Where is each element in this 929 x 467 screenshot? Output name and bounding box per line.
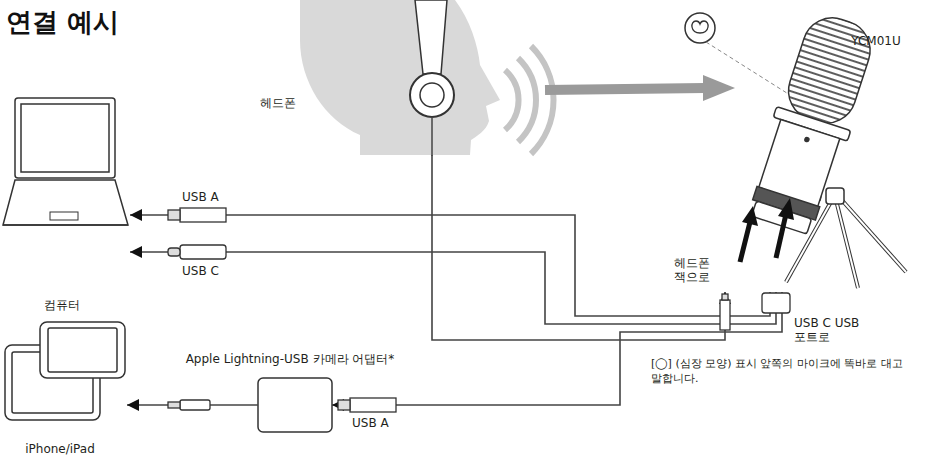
node-label: 컴퓨터 — [44, 298, 80, 312]
headphone-band — [415, 0, 447, 74]
node-label: Apple Lightning-USB 카메라 어댑터* — [186, 352, 395, 366]
insert-arrow-head — [742, 206, 758, 226]
insert-arrow — [776, 214, 786, 258]
insert-arrow-head — [778, 198, 794, 220]
insert-arrow — [740, 222, 750, 262]
headphones: 헤드폰 — [300, 0, 505, 155]
mobile-device: iPhone/iPad — [3, 320, 127, 422]
microphone: YCM01U — [705, 12, 920, 292]
usb-a-plug-tip — [168, 210, 180, 220]
cable-connector — [432, 155, 725, 340]
usb-a-plug — [350, 398, 396, 412]
cable-connector — [332, 292, 782, 405]
headphone-cup — [410, 73, 454, 117]
cardioid-leader — [706, 42, 790, 95]
computer: 컴퓨터 — [0, 95, 130, 227]
connector-label: USB A — [180, 190, 221, 204]
cable-connector — [130, 252, 776, 324]
usb-a-plug — [180, 208, 226, 222]
cardioid-symbol — [692, 21, 708, 33]
voice-arrow — [545, 88, 705, 90]
tablet-phone — [5, 322, 125, 420]
camera-adapter — [258, 378, 332, 432]
sound-waves — [505, 46, 554, 154]
connector-label: USB C — [180, 264, 221, 278]
headphone-cup-inner — [420, 83, 444, 107]
connector-label: 헤드폰 잭으로 — [650, 256, 712, 284]
node-label: 헤드폰 — [260, 96, 296, 110]
connector-label: USB A — [350, 416, 391, 430]
cable-connector — [130, 215, 770, 316]
lightning-plug — [180, 400, 210, 410]
lightning-plug-tip — [168, 402, 180, 408]
usb-c-plug — [180, 245, 226, 259]
usb-c-plug — [762, 293, 790, 313]
laptop — [3, 98, 128, 225]
diagram-title: 연결 예시 — [6, 6, 119, 38]
node-label: YCM01U — [851, 34, 900, 48]
head-silhouette — [300, 0, 500, 155]
headphone-jack-plug — [720, 300, 730, 330]
port-note: USB C USB 포트로 — [792, 316, 862, 344]
cardioid-icon — [685, 13, 715, 43]
usb-c-plug-tip — [168, 248, 180, 256]
usb-a-plug-tip — [338, 400, 350, 410]
voice-arrow-head — [703, 75, 735, 101]
camera-adapter: Apple Lightning-USB 카메라 어댑터* — [258, 378, 332, 432]
headphone-cable — [431, 117, 433, 156]
usage-note: [◯] (심장 모양) 표시 앞쪽의 마이크에 똑바로 대고 말합니다. — [649, 356, 925, 386]
headphone-jack-tip — [722, 294, 728, 300]
node-label: iPhone/iPad — [25, 442, 95, 456]
